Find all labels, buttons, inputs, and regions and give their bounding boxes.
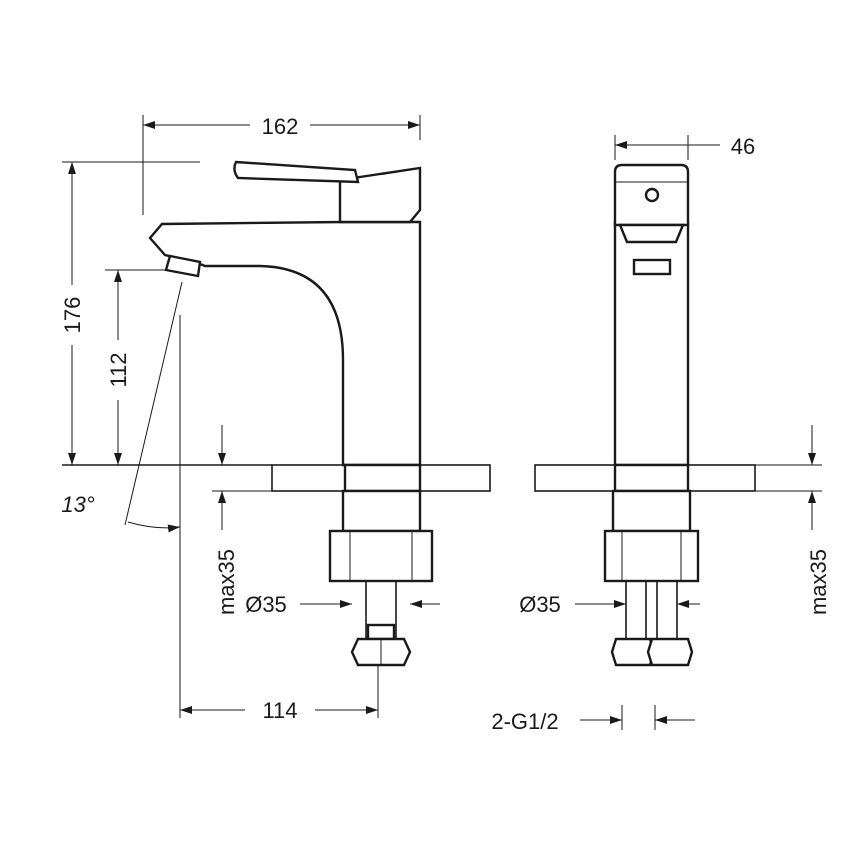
dim-hole-left-label: Ø35 bbox=[245, 592, 287, 617]
dimension-lines bbox=[62, 115, 822, 730]
faucet-side-view bbox=[603, 163, 700, 667]
dim-max-thickness-left-label: max35 bbox=[214, 549, 239, 615]
dim-max-thickness-right-label: max35 bbox=[806, 549, 831, 615]
dim-connection-label: 2-G1/2 bbox=[491, 709, 558, 734]
dim-width-label: 162 bbox=[262, 114, 299, 139]
dim-spout-height-label: 112 bbox=[106, 352, 131, 387]
faucet-front-view bbox=[148, 160, 434, 667]
dim-depth-label: 46 bbox=[731, 134, 755, 159]
dim-reach-label: 114 bbox=[262, 698, 297, 723]
dim-hole-right-label: Ø35 bbox=[519, 592, 561, 617]
dim-height-label: 176 bbox=[60, 297, 85, 334]
dim-angle-label: 13° bbox=[61, 492, 94, 517]
